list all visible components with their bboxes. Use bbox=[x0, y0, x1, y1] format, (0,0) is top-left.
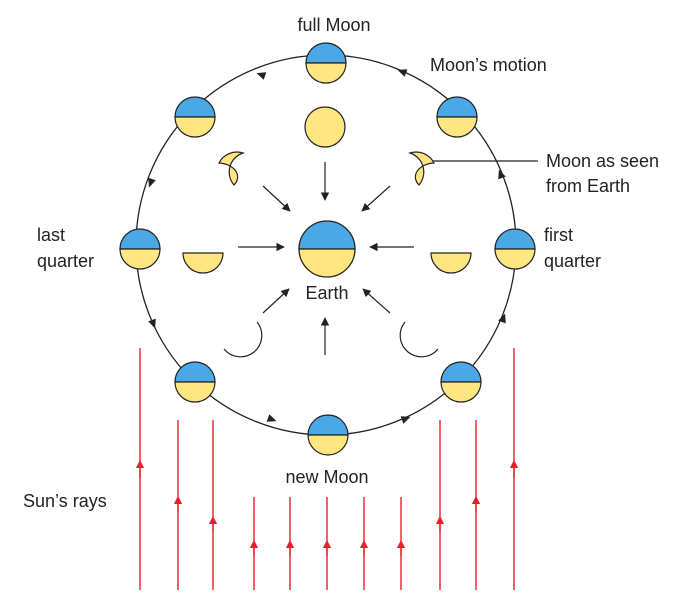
orbit-arrows bbox=[148, 69, 506, 424]
view-arrow bbox=[361, 185, 391, 212]
view-arrow bbox=[262, 288, 290, 314]
earth bbox=[298, 220, 356, 278]
appearance-waxing-crescent bbox=[399, 321, 439, 358]
moon-new-position bbox=[307, 414, 349, 456]
appearance-waxing-gibbous bbox=[408, 151, 435, 186]
view-arrow bbox=[362, 288, 391, 314]
label-first-quarter-1: first bbox=[544, 225, 573, 245]
label-first-quarter-2: quarter bbox=[544, 251, 601, 271]
moon-appearances bbox=[182, 106, 472, 358]
orbit-arrow bbox=[266, 414, 277, 422]
appearance-waning-gibbous bbox=[218, 151, 245, 186]
orbit-arrow bbox=[148, 177, 156, 188]
orbit-arrow bbox=[400, 416, 411, 424]
orbit-arrow bbox=[498, 169, 506, 180]
moon-last-quarter-position bbox=[119, 228, 161, 270]
label-new-moon: new Moon bbox=[285, 467, 368, 487]
label-full-moon: full Moon bbox=[297, 15, 370, 35]
orbit-arrow bbox=[498, 313, 506, 324]
moon-waxing-gibbous-position bbox=[436, 96, 478, 138]
view-arrows bbox=[238, 162, 414, 355]
moon-waning-gibbous-position bbox=[174, 96, 216, 138]
label-last-quarter-1: last bbox=[37, 225, 65, 245]
label-earth: Earth bbox=[305, 283, 348, 303]
appearance-waning-crescent bbox=[223, 321, 263, 358]
appearance-first-quarter bbox=[430, 252, 472, 274]
orbit-arrow bbox=[256, 72, 267, 80]
moon-waxing-crescent-position bbox=[440, 361, 482, 403]
appearance-last-quarter bbox=[182, 252, 224, 274]
orbit-arrow bbox=[148, 318, 156, 329]
sun-rays bbox=[135, 348, 519, 590]
moon-full-position bbox=[305, 42, 347, 84]
moon-first-quarter-position bbox=[494, 228, 536, 270]
orbit-moons bbox=[119, 42, 536, 456]
appearance-full bbox=[304, 106, 346, 148]
view-arrow bbox=[262, 185, 291, 212]
label-moon-seen-2: from Earth bbox=[546, 176, 630, 196]
label-suns-rays: Sun’s rays bbox=[23, 491, 107, 511]
label-moon-seen-1: Moon as seen bbox=[546, 151, 659, 171]
label-moon-motion: Moon’s motion bbox=[430, 55, 547, 75]
label-last-quarter-2: quarter bbox=[37, 251, 94, 271]
moon-waning-crescent-position bbox=[174, 361, 216, 403]
orbit-arrow bbox=[397, 69, 408, 77]
